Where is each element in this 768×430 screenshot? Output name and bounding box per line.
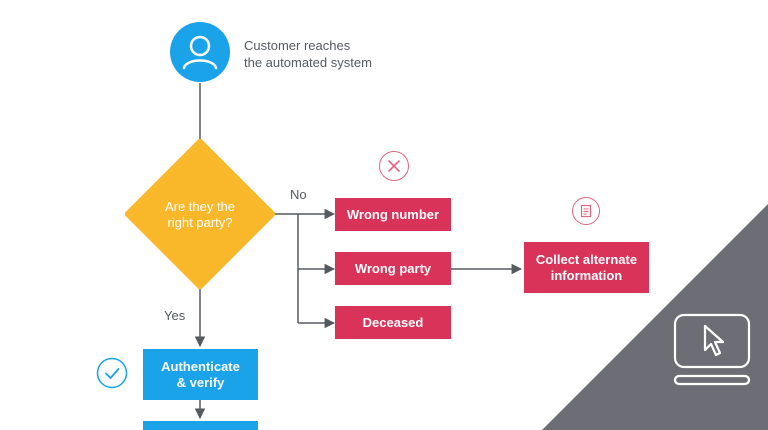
user-avatar [170,22,230,82]
deceased-box: Deceased [335,306,451,339]
user-icon [182,35,218,70]
wrong-number-box: Wrong number [335,198,451,231]
wrong-party-box: Wrong party [335,252,451,285]
decision-label-line2: right party? [167,215,233,230]
collect-line2: information [550,267,623,283]
collect-line1: Collect alternate [535,251,638,267]
authenticate-line1: Authenticate [161,358,240,374]
start-caption: Customer reaches the automated system [244,37,372,71]
form-icon [572,197,600,225]
decision-label-line1: Are they the [164,199,236,214]
check-circle-icon [96,357,128,389]
corner-badge [542,204,768,430]
collect-information-box: Collect alternate information [524,242,649,293]
authenticate-verify-box: Authenticate & verify [143,349,258,400]
cursor-on-screen-icon [673,313,751,386]
next-step-box [143,421,258,430]
edge-label-no: No [290,187,307,202]
x-circle-icon [379,151,409,181]
start-caption-line1: Customer reaches [244,38,351,53]
start-caption-line2: the automated system [244,55,372,70]
edge-label-yes: Yes [164,308,186,323]
decision-label: Are they the right party? [138,199,262,231]
authenticate-line2: & verify [176,374,225,390]
